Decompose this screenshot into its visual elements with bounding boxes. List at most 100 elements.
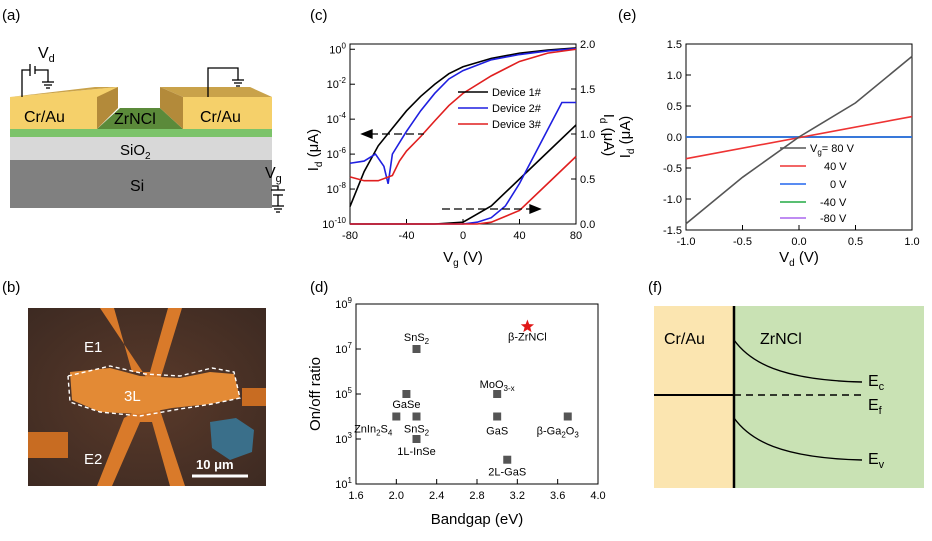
y-right-tick-label: 1.5 (580, 84, 595, 96)
tick-marks (355, 303, 599, 485)
y-right-tick-label: 1.0 (580, 129, 595, 141)
square-marker (412, 345, 421, 353)
x-tick-label: 1.6 (348, 490, 363, 502)
square-marker (563, 412, 572, 421)
panel-label-f: (f) (648, 279, 662, 296)
label-cr-au-left: Cr/Au (24, 109, 65, 126)
right-contact (183, 97, 272, 129)
legend: Device 1# Device 2# Device 3# (458, 87, 542, 131)
series-line-2 (349, 47, 577, 184)
label-vd: Vd (38, 45, 55, 65)
panel-label-b: (b) (2, 279, 20, 296)
si-substrate (10, 160, 272, 208)
label-cr-au-right: Cr/Au (200, 109, 241, 126)
y-tick-label: 105 (335, 386, 352, 401)
blue-flake (210, 418, 254, 460)
x-label: Bandgap (eV) (431, 511, 524, 528)
y-label: Id (μA) (617, 116, 637, 159)
y-left-tick-label: 10-2 (327, 76, 347, 91)
panel-f: (f) Cr/Au ZrNCl Ec Ef Ev (610, 272, 932, 536)
metal-region (654, 306, 734, 488)
legend-label-device-1: Device 1# (492, 87, 542, 99)
y-left-tick-label: 10-4 (327, 111, 347, 126)
x-tick-label: -80 (342, 230, 358, 242)
x-tick-label: -1.0 (677, 236, 696, 248)
x-tick-label: -0.5 (733, 236, 752, 248)
y-tick-label: 101 (335, 476, 352, 491)
conduction-band (733, 339, 863, 383)
plot-frame (355, 303, 599, 485)
y-tick-label: 1.5 (667, 39, 682, 51)
x-tick-label: 2.8 (469, 490, 484, 502)
y-tick-label: 0.0 (667, 132, 682, 144)
scale-bar-label: 10 μm (196, 457, 234, 472)
zrncl-film (10, 129, 272, 137)
x-tick-label: 80 (570, 230, 582, 242)
band-diagram: (f) Cr/Au ZrNCl Ec Ef Ev (648, 279, 924, 488)
x-tick-label: 4.0 (590, 490, 605, 502)
y-tick-label: 107 (335, 341, 352, 356)
label-ec: Ec (868, 373, 885, 393)
y-right-tick-label: 0.5 (580, 174, 595, 186)
y-tick-label: -1.5 (663, 225, 682, 237)
flake-outline (67, 365, 241, 417)
square-marker (402, 390, 411, 398)
x-label: Vd (V) (779, 249, 819, 269)
point-label: β-ZrNCl (508, 332, 547, 344)
label-3l: 3L (124, 388, 141, 405)
label-semiconductor: ZrNCl (760, 331, 802, 348)
point-label: SnS2 (404, 332, 430, 346)
flake-3l (70, 368, 240, 414)
valence-band (733, 417, 863, 461)
y-left-label: Id (μA) (305, 129, 325, 172)
legend-label-device-2: Device 2# (492, 103, 542, 115)
square-marker (392, 412, 401, 421)
x-tick-label: -40 (399, 230, 415, 242)
device-schematic: (a) Cr/Au Cr/Au ZrNCl SiO2 Si Vd (2, 7, 285, 213)
y-tick-label: 103 (335, 431, 352, 446)
label-si: Si (130, 178, 144, 195)
x-tick-label: 2.0 (389, 490, 404, 502)
y-tick-label: 1.0 (667, 70, 682, 82)
series-line-3 (349, 48, 577, 182)
y-left-tick-label: 10-10 (322, 216, 346, 231)
y-tick-label: -1.0 (663, 194, 682, 206)
legend-label-0v: 0 V (830, 179, 847, 191)
x-tick-label: 2.4 (429, 490, 444, 502)
x-tick-label: 0.0 (791, 236, 806, 248)
legend-label-80v: Vg= 80 V (810, 143, 855, 157)
series-line-5 (350, 101, 576, 225)
y-tick-label: 109 (335, 296, 352, 311)
highlight-star-marker (520, 319, 535, 333)
y-label: On/off ratio (307, 357, 324, 431)
point-label: MoO3-x (480, 379, 515, 393)
point-label: GaSe (392, 399, 420, 411)
label-zrncl: ZrNCl (114, 111, 156, 128)
legend-label-minus80v: -80 V (820, 213, 847, 225)
label-ef: Ef (868, 397, 883, 417)
legend: Vg= 80 V 40 V 0 V -40 V -80 V (780, 143, 855, 225)
point-label: ZnIn2S4 (354, 424, 393, 438)
y-tick-labels: 1.51.00.50.0-0.5-1.0-1.5 (663, 39, 682, 237)
panel-label-d: (d) (310, 279, 328, 296)
label-metal: Cr/Au (664, 331, 705, 348)
panel-b: (b) E1 3L E2 10 μm (0, 272, 310, 536)
y-tick-label: -0.5 (663, 163, 682, 175)
panel-a: (a) Cr/Au Cr/Au ZrNCl SiO2 Si Vd (0, 0, 310, 240)
electrodes (97, 308, 185, 486)
series-line-1 (685, 55, 913, 225)
point-label: β-Ga2O3 (537, 426, 580, 440)
y-right-label: Id (μA) (597, 114, 617, 157)
series-lines (349, 47, 577, 225)
legend-label-device-3: Device 3# (492, 119, 542, 131)
y-left-tick-label: 10-6 (327, 146, 347, 161)
y-left-tick-label: 10-8 (327, 181, 347, 196)
